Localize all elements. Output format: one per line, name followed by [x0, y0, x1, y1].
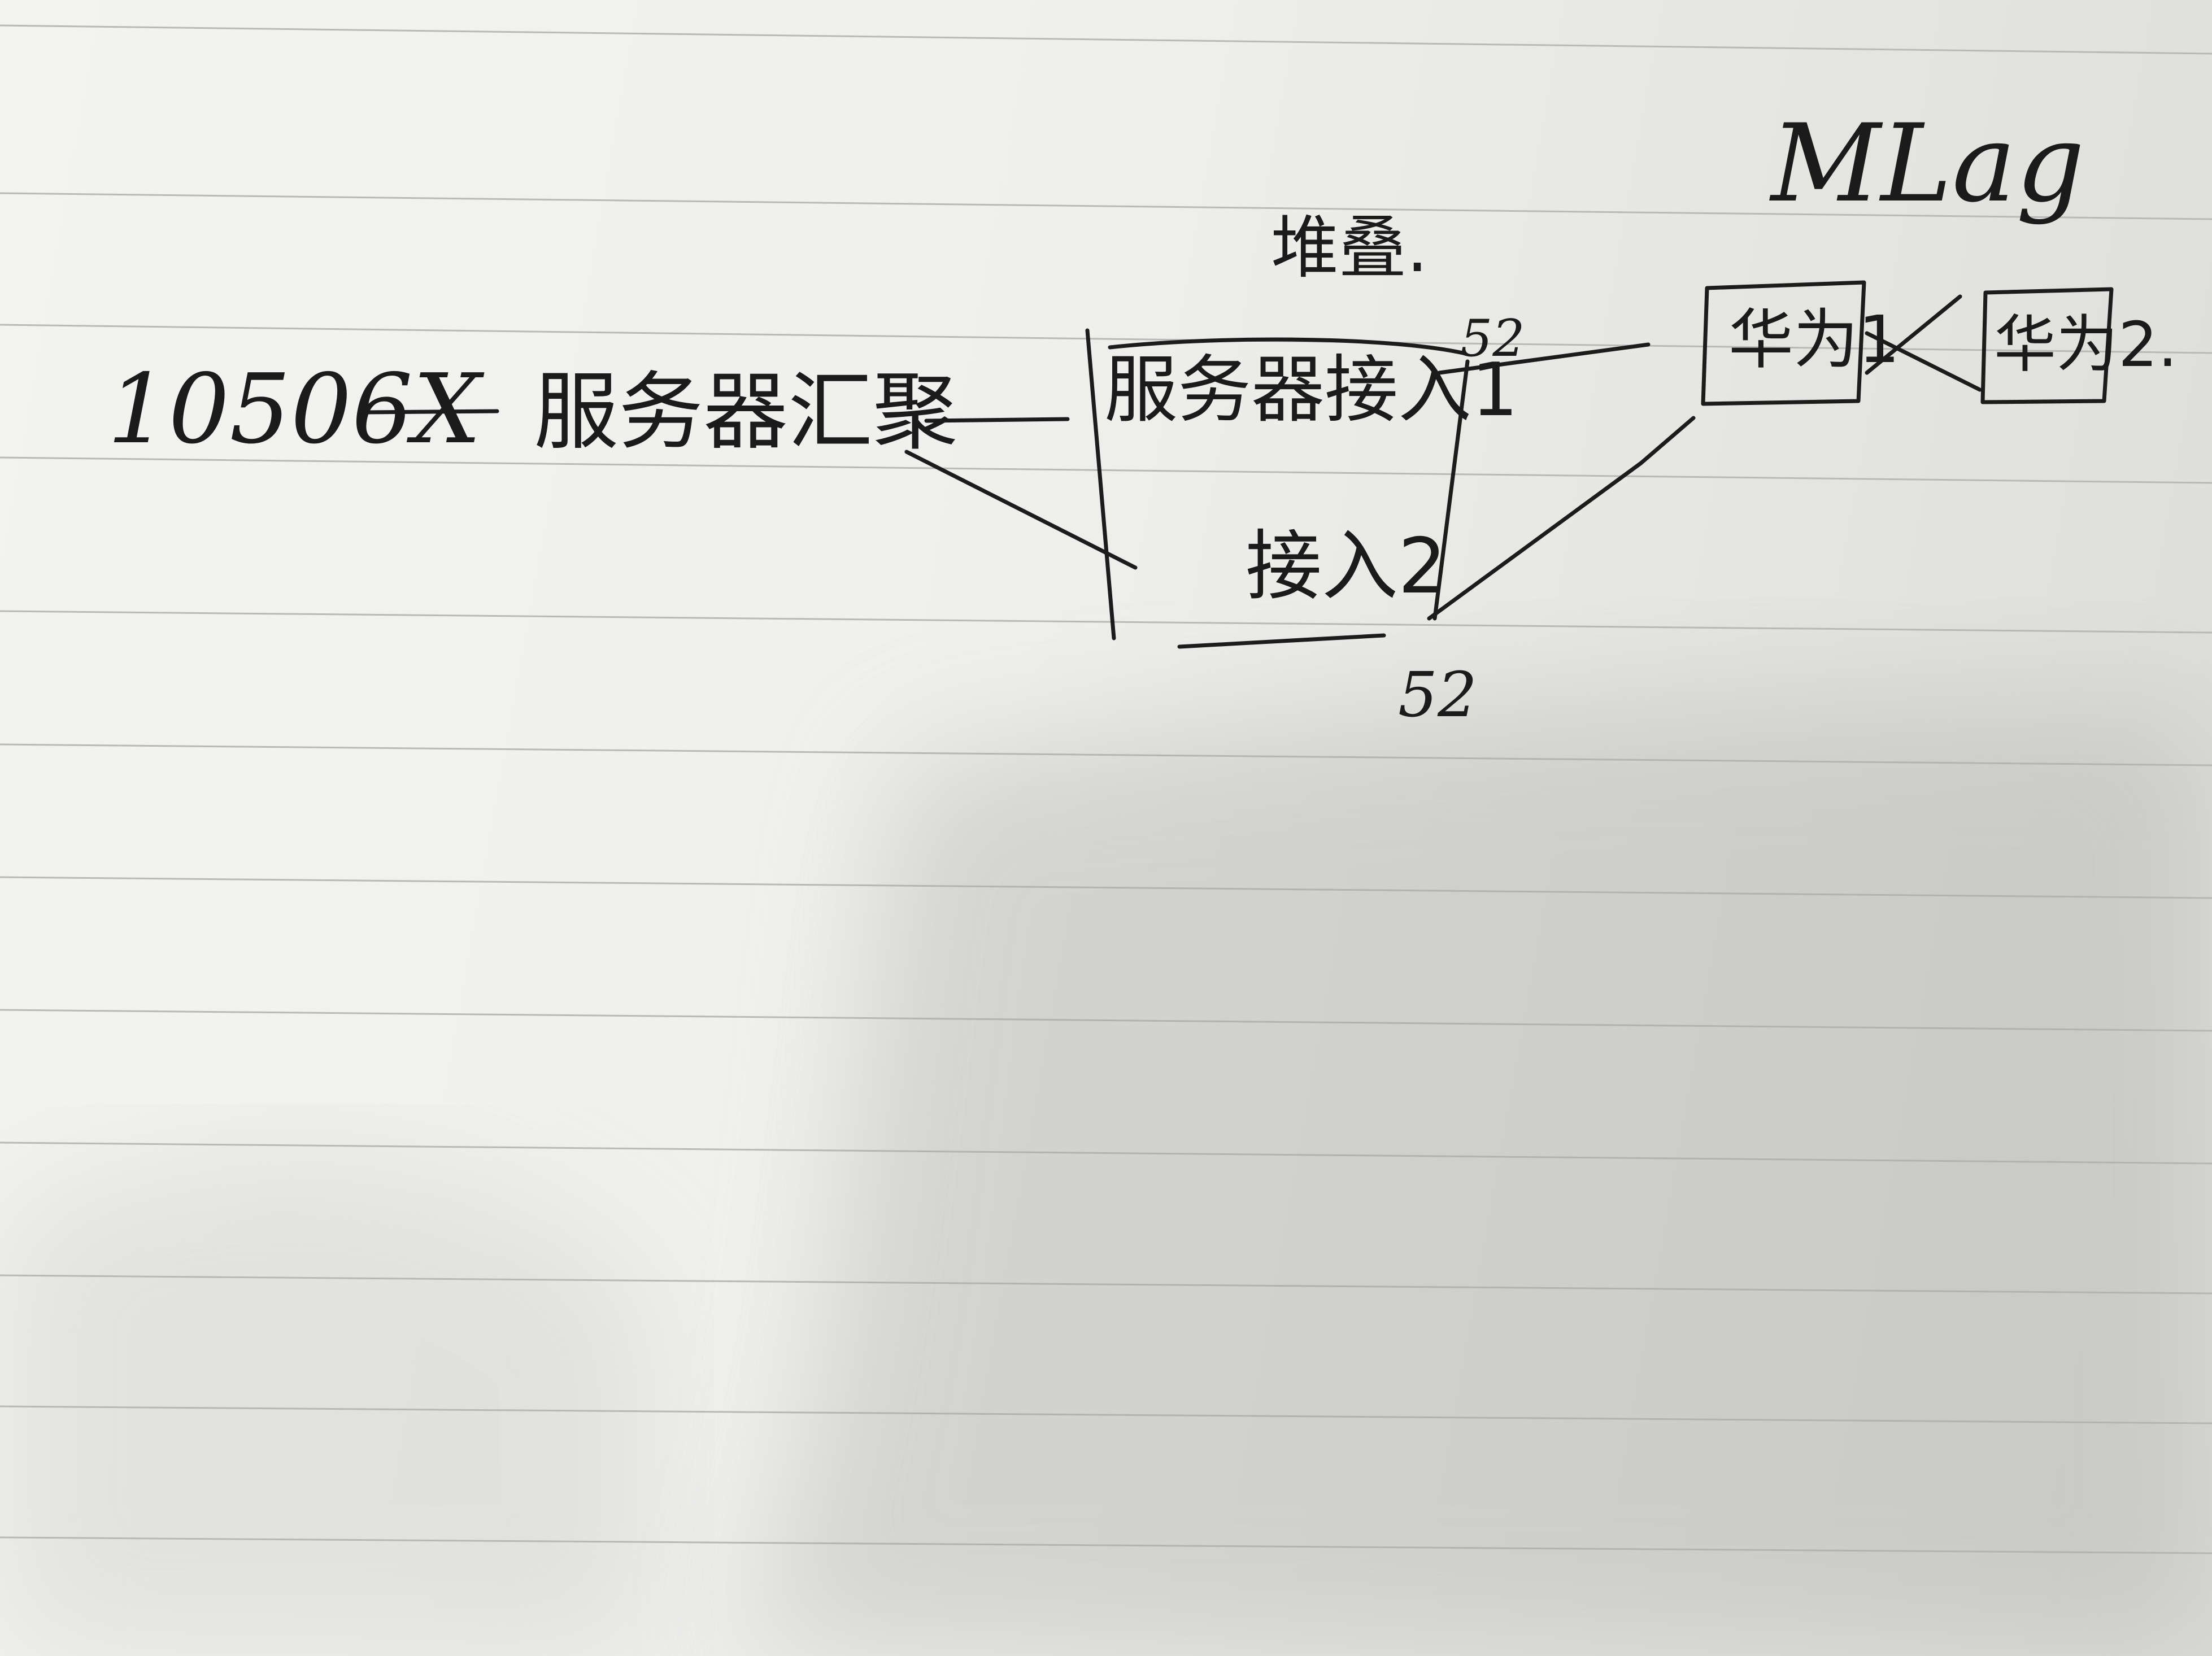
access-switch-2-label: 接入2: [1246, 528, 1447, 604]
stack-note-label: 堆叠.: [1271, 215, 1428, 282]
aggregation-switch-label: 服务器汇聚: [534, 370, 957, 455]
access-switch-1-label: 服务器接入1: [1104, 353, 1518, 426]
port-label-bottom: 52: [1398, 664, 1477, 726]
huawei-2-label: 华为2.: [1994, 313, 2178, 376]
huawei-1-label: 华为1: [1728, 308, 1900, 373]
port-label-top: 52: [1460, 313, 1525, 364]
uplink-access2-hw2: [1429, 418, 1693, 618]
mlag-label: MLag: [1771, 110, 2085, 217]
stack-box-bottom: [1179, 635, 1384, 647]
device-10506x-label: 10506X: [107, 361, 481, 457]
